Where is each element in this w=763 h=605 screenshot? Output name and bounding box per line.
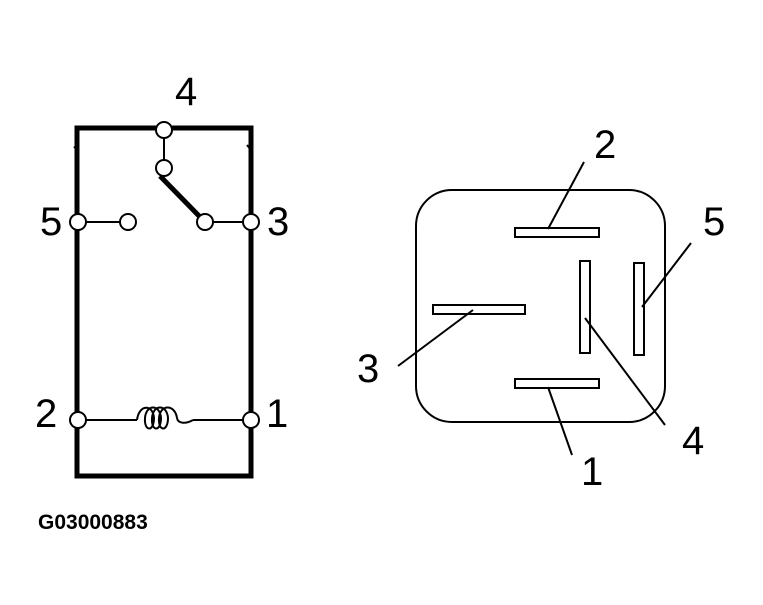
switch-blade (158, 174, 205, 222)
terminal-1-label: 1 (266, 392, 288, 436)
terminal-1-node (242, 411, 260, 429)
terminal-2-label: 2 (35, 392, 57, 436)
pin-3-blade (432, 304, 526, 315)
pin-1-label: 1 (581, 450, 603, 494)
frame-tick-right (246, 144, 252, 151)
terminal-3-node (242, 213, 260, 231)
pin-5-blade (633, 262, 645, 356)
pin-4-label: 4 (682, 419, 704, 463)
relay-schematic: 4 5 3 2 1 (35, 70, 289, 479)
pin-2-leader (547, 161, 585, 230)
pin-5-leader (641, 242, 692, 308)
coil-symbol (136, 406, 194, 430)
terminal-4-label: 4 (175, 70, 197, 114)
pin-1-leader (547, 386, 573, 456)
no-contact-node (196, 213, 214, 231)
pin-3-label: 3 (357, 347, 379, 391)
relay-connector: 2 3 1 4 5 (357, 123, 725, 494)
pin-1-blade (514, 378, 600, 389)
frame-tick-left (73, 144, 78, 149)
terminal-4-node (155, 121, 173, 139)
pin-2-blade (514, 227, 600, 238)
nc-contact-node (119, 213, 137, 231)
common-contact-node (155, 159, 173, 177)
pin-2-label: 2 (594, 123, 616, 167)
terminal-3-label: 3 (267, 200, 289, 244)
pin-5-label: 5 (703, 200, 725, 244)
schematic-frame (74, 125, 254, 479)
terminal-2-node (69, 411, 87, 429)
terminal-5-label: 5 (40, 200, 62, 244)
pin-4-leader (584, 317, 666, 426)
terminal-5-node (69, 213, 87, 231)
figure-code: G03000883 (38, 511, 148, 534)
connector-body (415, 189, 666, 423)
pin-4-blade (579, 260, 591, 354)
pin-3-leader (397, 309, 474, 367)
